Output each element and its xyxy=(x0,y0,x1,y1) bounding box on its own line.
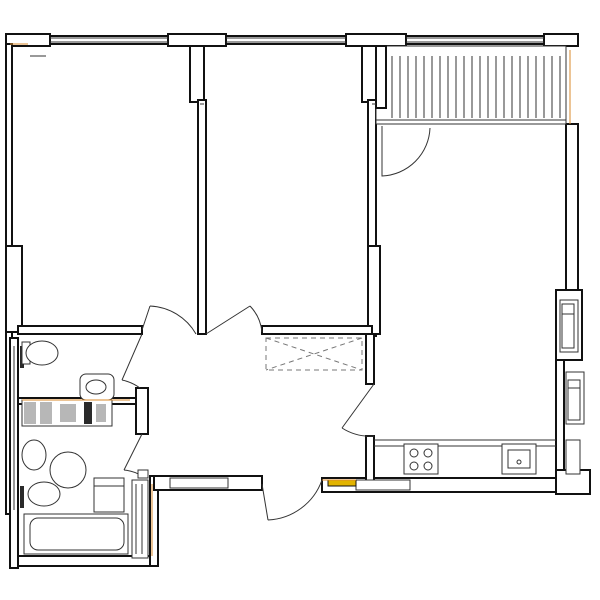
wall-kitchen-end xyxy=(365,435,375,483)
wall-right-mid xyxy=(555,359,565,481)
top-left-details xyxy=(10,43,376,105)
wall-living-stub xyxy=(365,333,375,385)
column-top-3 xyxy=(345,33,407,47)
bathtub-inner xyxy=(29,517,125,551)
kitchen-sink-bowl xyxy=(507,449,531,469)
wall-bedrooms-bottom xyxy=(17,325,143,335)
door-balcony xyxy=(381,126,431,177)
stove-burner-4 xyxy=(423,461,433,471)
partition-2-top xyxy=(361,45,377,103)
stove-burner-3 xyxy=(409,461,419,471)
radiator xyxy=(131,479,149,559)
partition-1-top xyxy=(189,45,205,103)
column-top-right xyxy=(543,33,579,47)
column-top-2 xyxy=(167,33,227,47)
washbasin xyxy=(85,379,107,395)
stove xyxy=(403,443,439,475)
door-entrance xyxy=(261,479,323,521)
bathroom-fixtures xyxy=(21,439,153,559)
right-storage xyxy=(561,303,581,421)
wall-top-facade xyxy=(5,35,579,45)
door-wc xyxy=(121,333,143,389)
wall-right-upper xyxy=(565,123,579,295)
wall-hall-stub xyxy=(135,387,149,435)
wall-bedroom2-bottom xyxy=(261,325,373,335)
stove-burner-1 xyxy=(409,448,419,458)
toilet-3 xyxy=(27,481,61,507)
wardrobe xyxy=(265,337,363,371)
toilet-1 xyxy=(25,340,59,366)
door-bedroom-2 xyxy=(205,305,263,335)
entrance-threshold xyxy=(327,479,357,487)
balcony-area xyxy=(375,45,571,125)
bath-cabinet xyxy=(93,477,125,513)
wc-fixtures xyxy=(21,340,130,427)
balcony-hatching xyxy=(391,56,561,118)
wall-left-pier xyxy=(5,245,23,333)
doors xyxy=(121,126,431,521)
entrance-markers xyxy=(137,469,357,487)
toilet-2 xyxy=(21,439,47,471)
door-living xyxy=(341,383,375,437)
column-top-left xyxy=(5,33,51,47)
partition-2-pier xyxy=(367,245,381,335)
corner-cabinet xyxy=(565,439,581,475)
balcony-rail xyxy=(375,45,567,125)
stove-burner-2 xyxy=(423,448,433,458)
kitchen-fixtures xyxy=(374,439,581,475)
partition-1 xyxy=(197,99,207,335)
washing-machine xyxy=(49,451,87,489)
door-bedroom-1 xyxy=(141,305,197,335)
